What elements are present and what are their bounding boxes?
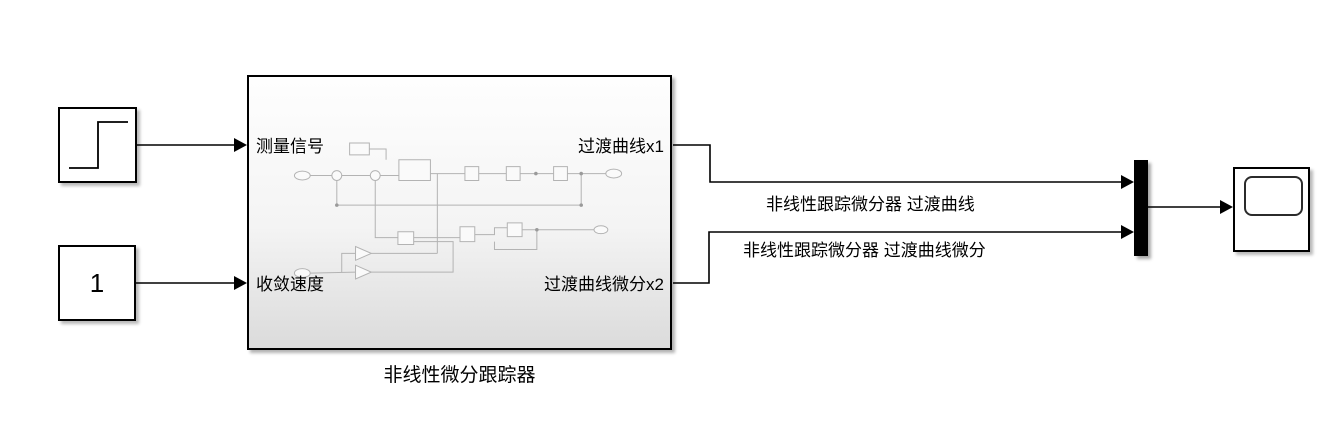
signal-label-transition-curve-derivative[interactable]: 非线性跟踪微分器 过渡曲线微分: [743, 241, 986, 260]
wire-mux-to-scope[interactable]: [1148, 200, 1233, 214]
constant-value: 1: [89, 267, 105, 298]
step-signal-icon: [69, 121, 128, 169]
port-label-in1: 测量信号: [256, 137, 324, 156]
constant-block[interactable]: 1: [58, 245, 136, 321]
subsystem-preview-icon: [249, 77, 670, 348]
mux-block[interactable]: [1134, 160, 1148, 256]
port-label-out1: 过渡曲线x1: [578, 137, 664, 156]
scope-screen-icon: [1244, 176, 1303, 216]
scope-block[interactable]: [1233, 167, 1310, 252]
subsystem-caption[interactable]: 非线性微分跟踪器: [383, 365, 536, 386]
wire-out1-to-mux[interactable]: [673, 144, 1134, 189]
wire-constant-to-subsystem[interactable]: [136, 276, 247, 290]
port-label-in2: 收敛速度: [256, 275, 324, 294]
port-label-out2: 过渡曲线微分x2: [544, 275, 664, 294]
signal-label-transition-curve[interactable]: 非线性跟踪微分器 过渡曲线: [766, 195, 975, 214]
subsystem-block[interactable]: 测量信号 收敛速度 过渡曲线x1 过渡曲线微分x2: [247, 75, 672, 350]
step-source-block[interactable]: [58, 107, 137, 183]
wire-step-to-subsystem[interactable]: [137, 138, 247, 152]
